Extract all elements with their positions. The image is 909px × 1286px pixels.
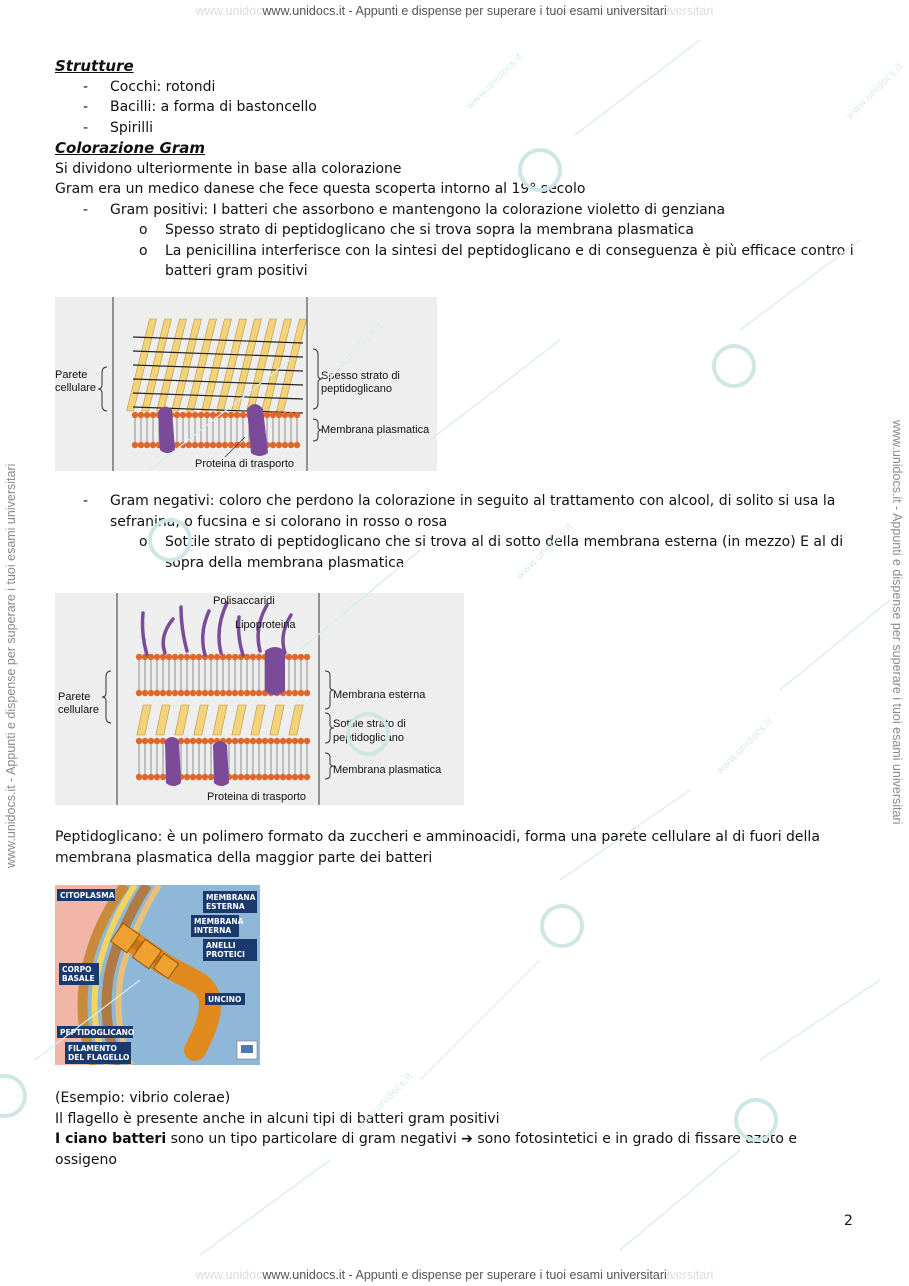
page-number: 2 (844, 1213, 853, 1229)
sub-item: Sottile strato di peptidoglicano che si … (55, 532, 855, 573)
label-cellulare: cellulare (55, 382, 96, 394)
label-corpo-basale: CORPO (62, 965, 92, 974)
gram-negative-figure: Polisaccaridi Lipoproteina Parete cellul… (55, 593, 464, 805)
gram-positive-item: Gram positivi: I batteri che assorbono e… (55, 200, 855, 221)
peptidoglicano-section: Peptidoglicano: è un polimero formato da… (55, 827, 855, 868)
footer-watermark: www.unidocwww.unidocs.it - Appunti e dis… (195, 1268, 714, 1282)
gram-negative-item: Gram negativi: coloro che perdono la col… (55, 491, 855, 532)
svg-text:DEL FLAGELLO: DEL FLAGELLO (68, 1053, 129, 1062)
paragraph: I ciano batteri sono un tipo particolare… (55, 1131, 797, 1168)
arrow-icon: ➔ (461, 1131, 473, 1147)
bold-text: I ciano batteri (55, 1131, 167, 1147)
svg-text:ESTERNA: ESTERNA (206, 902, 245, 911)
label-cellulare: cellulare (58, 704, 99, 716)
label-uncino: UNCINO (208, 995, 241, 1004)
label-spesso: Spesso strato di (321, 370, 400, 382)
paragraph: Peptidoglicano: è un polimero formato da… (55, 829, 820, 866)
label-polisaccaridi: Polisaccaridi (213, 595, 275, 607)
paragraph: Si dividono ulteriormente in base alla c… (55, 160, 402, 177)
label-proteina: Proteina di trasporto (195, 458, 294, 470)
list-item: Bacilli: a forma di bastoncello (55, 97, 855, 118)
document-body: Strutture Cocchi: rotondi Bacilli: a for… (55, 56, 855, 282)
svg-text:INTERNA: INTERNA (194, 926, 231, 935)
label-membrana-esterna: MEMBRANA (206, 893, 256, 902)
flagellum-figure: CITOPLASMA MEMBRANA ESTERNA MEMBRANA INT… (55, 885, 260, 1065)
label-sottile: Sottile strato di (333, 718, 406, 730)
list-item: Spirilli (55, 118, 855, 139)
gram-negative-section: Gram negativi: coloro che perdono la col… (55, 491, 855, 573)
label-parete: Parete (55, 369, 87, 381)
svg-text:www.unidocs.it: www.unidocs.it (714, 716, 775, 777)
left-side-watermark: www.unidocs.it - Appunti e dispense per … (4, 463, 18, 868)
label-peptidoglicano: PEPTIDOGLICANO (60, 1028, 134, 1037)
label-membrana: Membrana plasmatica (321, 424, 430, 436)
sub-item: La penicillina interferisce con la sinte… (55, 241, 855, 282)
right-side-watermark: www.unidocs.it - Appunti e dispense per … (890, 420, 904, 825)
label-filamento: FILAMENTO (68, 1044, 117, 1053)
gram-positive-figure: Parete cellulare Spesso strato di peptid… (55, 297, 437, 471)
label-parete: Parete (58, 691, 90, 703)
label-lipoproteina: Lipoproteina (235, 619, 296, 631)
closing-section: (Esempio: vibrio colerae) Il flagello è … (55, 1088, 855, 1170)
gram-heading: Colorazione Gram (55, 139, 205, 157)
label-citoplasma: CITOPLASMA (60, 891, 115, 900)
list-item: Cocchi: rotondi (55, 77, 855, 98)
sub-item: Spesso strato di peptidoglicano che si t… (55, 220, 855, 241)
label-membrana-plasmatica: Membrana plasmatica (333, 764, 442, 776)
label-membrana-interna: MEMBRANA (194, 917, 244, 926)
paragraph: Il flagello è presente anche in alcuni t… (55, 1110, 500, 1127)
label-anelli: ANELLI (206, 941, 236, 950)
label-membrana-esterna: Membrana esterna (333, 689, 426, 701)
paragraph: (Esempio: vibrio colerae) (55, 1090, 231, 1106)
svg-text:BASALE: BASALE (62, 974, 95, 983)
header-watermark: www.unidocwww.unidocs.it - Appunti e dis… (195, 4, 714, 18)
label-proteina: Proteina di trasporto (207, 791, 306, 803)
strutture-heading: Strutture (55, 57, 134, 75)
paragraph: Gram era un medico danese che fece quest… (55, 181, 586, 197)
label-peptidoglicano: peptidoglicano (333, 732, 404, 744)
label-peptidoglicano: peptidoglicano (321, 383, 392, 395)
svg-text:PROTEICI: PROTEICI (206, 950, 245, 959)
